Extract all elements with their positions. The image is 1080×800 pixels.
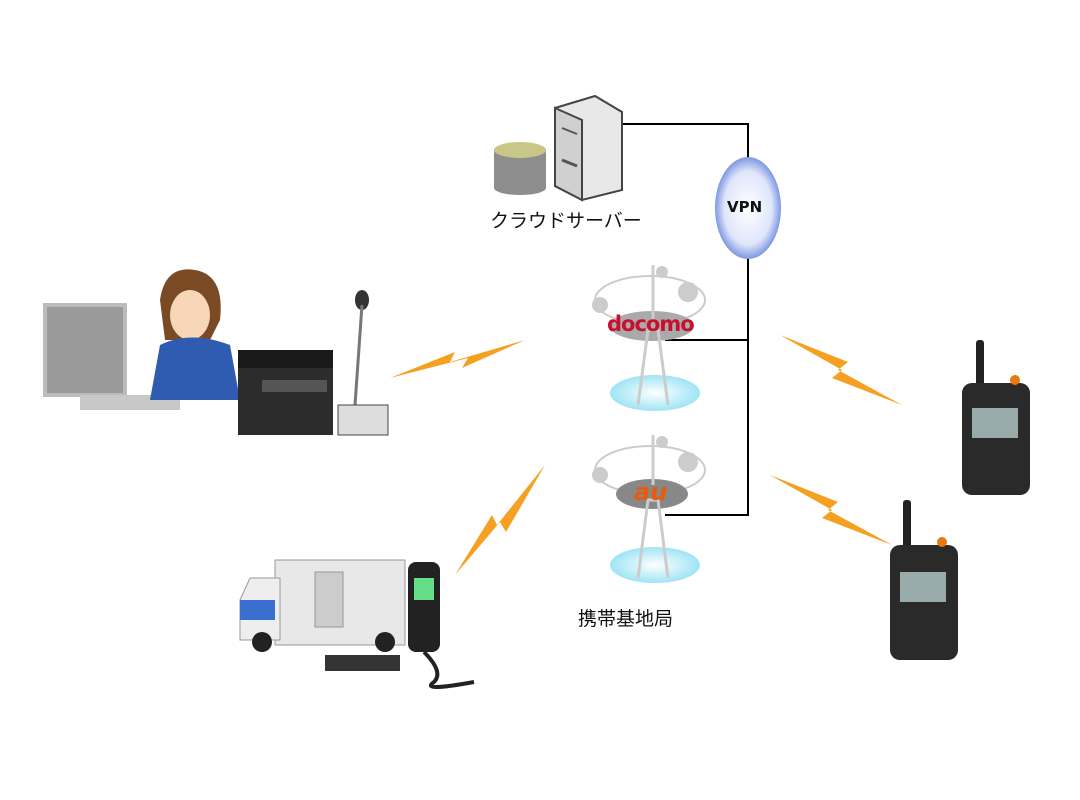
lightning-icon [770, 475, 892, 545]
mobile-radio-icon [325, 562, 475, 689]
lightning-icon [780, 335, 902, 405]
desk-microphone-icon [337, 290, 389, 436]
cloud-server-label: クラウドサーバー [490, 210, 642, 232]
lightning-icon [455, 465, 545, 575]
docomo-logo: docomo [607, 312, 695, 336]
au-logo: au [634, 478, 668, 506]
network-lines [620, 123, 749, 516]
operator-icon [43, 269, 240, 410]
base-station-label: 携帯基地局 [578, 608, 674, 630]
database-icon [494, 142, 546, 195]
lightning-icon [390, 340, 525, 378]
truck-icon [239, 559, 406, 652]
cell-tower-icon [592, 435, 706, 583]
handheld-radio-icon [890, 500, 958, 660]
vpn-icon [715, 157, 781, 259]
dispatch-console-icon [238, 350, 333, 435]
server-icon [554, 94, 623, 202]
cell-tower-icon [592, 265, 706, 411]
vpn-label: VPN [727, 198, 763, 216]
handheld-radio-icon [962, 340, 1030, 495]
